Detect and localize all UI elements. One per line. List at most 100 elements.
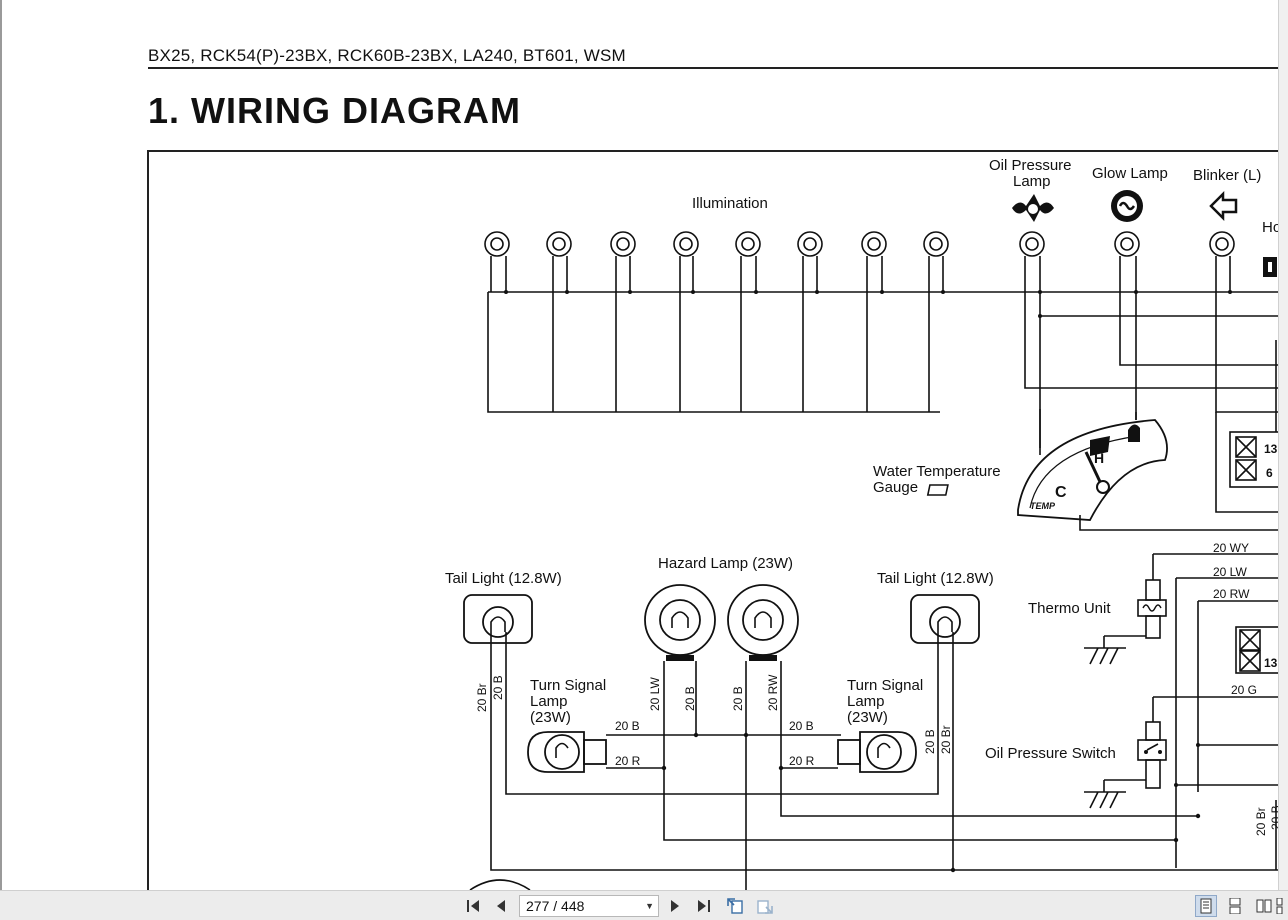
blinker-l-label: Blinker (L) (1193, 167, 1261, 184)
wire-20-rw-v-label: 20 RW (766, 674, 780, 711)
diagram-frame (147, 150, 1288, 890)
wire-20-b-1-label: 20 B (491, 675, 505, 700)
vertical-scrollbar[interactable] (1278, 0, 1288, 890)
turn-signal-left-label-2: Lamp (530, 693, 568, 710)
gauge-c-label: C (1055, 484, 1067, 501)
page-number-field[interactable]: 277 / 448 ▼ (519, 895, 659, 917)
go-back-button[interactable] (724, 895, 746, 917)
facing-view-icon (1256, 899, 1272, 913)
illumination-bulb-7 (861, 231, 887, 257)
water-temperature-label-2: Gauge (873, 479, 918, 496)
wiring-diagram: C H TEMP 13 6 13 (445, 157, 1288, 890)
turn-signal-right-label: Turn Signal (847, 677, 923, 694)
continuous-view-icon (1229, 898, 1241, 914)
glow-lamp-symbol-icon (1111, 190, 1143, 222)
illumination-bulb-8 (923, 231, 949, 257)
illumination-bus (487, 256, 1288, 455)
oil-pressure-lamp-label: Oil Pressure (989, 157, 1072, 174)
gauge-temp-label: TEMP (1030, 501, 1056, 511)
turn-signal-right-label-3: (23W) (847, 709, 888, 726)
horn-label-partial: Ho (1262, 219, 1281, 236)
turn-signal-left-label-3: (23W) (530, 709, 571, 726)
page-edge (0, 0, 2, 890)
wire-20-b-4-label: 20 B (923, 729, 937, 754)
illumination-label: Illumination (692, 195, 768, 212)
single-page-view-button[interactable] (1195, 895, 1217, 917)
connector-pin-6: 6 (1266, 466, 1273, 480)
viewer-toolbar: 277 / 448 ▼ (0, 890, 1288, 920)
wire-20-br-3-label: 20 Br (1254, 807, 1268, 836)
oil-pressure-lamp-label-2: Lamp (1013, 173, 1051, 190)
last-page-button[interactable] (693, 895, 715, 917)
wire-20-br-1-label: 20 Br (475, 683, 489, 712)
wire-20-lw-label: 20 LW (1213, 565, 1247, 579)
last-page-icon (698, 900, 710, 912)
oil-pressure-symbol-icon (1012, 194, 1054, 222)
go-back-icon (727, 898, 743, 914)
gauge-h-label: H (1094, 450, 1104, 466)
blinker-left-arrow-icon (1209, 190, 1238, 222)
connector-pin-13-lower: 13 (1264, 656, 1278, 670)
previous-page-button[interactable] (490, 895, 512, 917)
document-header: BX25, RCK54(P)-23BX, RCK60B-23BX, LA240,… (148, 46, 626, 65)
continuous-view-button[interactable] (1224, 895, 1246, 917)
next-page-button[interactable] (664, 895, 686, 917)
turn-signal-right-label-2: Lamp (847, 693, 885, 710)
water-temperature-gauge: C H TEMP (926, 409, 1288, 531)
continuous-facing-view-button[interactable] (1276, 895, 1288, 917)
oil-pressure-switch (1084, 721, 1288, 870)
tail-light-right-label: Tail Light (12.8W) (877, 570, 994, 587)
wire-20-lw-v-label: 20 LW (648, 677, 662, 711)
tail-light-left (463, 594, 533, 644)
page-dropdown-icon[interactable]: ▼ (645, 901, 654, 911)
page-title: 1. WIRING DIAGRAM (148, 90, 521, 131)
wire-20-g-label: 20 G (1231, 683, 1257, 697)
oil-pressure-switch-label: Oil Pressure Switch (985, 745, 1116, 762)
single-page-view-icon (1200, 898, 1212, 914)
facing-view-button[interactable] (1253, 895, 1275, 917)
blinker-l-bulb (1209, 231, 1235, 257)
wire-20-r-h1-label: 20 R (615, 754, 641, 768)
first-page-button[interactable] (462, 895, 484, 917)
wire-20-br-2-label: 20 Br (939, 725, 953, 754)
wire-20-b-h2-label: 20 B (789, 719, 814, 733)
wire-20-rw-label: 20 RW (1213, 587, 1250, 601)
previous-page-icon (497, 900, 505, 912)
lower-wiring (469, 632, 1288, 890)
illumination-bulb-2 (546, 231, 572, 257)
thermo-unit (1084, 553, 1288, 868)
wire-20-b-2-label: 20 B (683, 686, 697, 711)
document-viewport[interactable]: BX25, RCK54(P)-23BX, RCK60B-23BX, LA240,… (0, 0, 1288, 890)
illumination-bulb-5 (735, 231, 761, 257)
tail-light-left-label: Tail Light (12.8W) (445, 570, 562, 587)
turn-signal-left-label: Turn Signal (530, 677, 606, 694)
illumination-bulb-6 (797, 231, 823, 257)
wire-20-r-h2-label: 20 R (789, 754, 815, 768)
hazard-lamp-label: Hazard Lamp (23W) (658, 555, 793, 572)
wire-20-b-3-label: 20 B (731, 686, 745, 711)
turn-signal-lamp-right (837, 731, 917, 773)
continuous-facing-view-icon (1276, 898, 1283, 914)
illumination-bulb-3 (610, 231, 636, 257)
connector-pin-13: 13 (1264, 442, 1278, 456)
oil-pressure-lamp-bulb (1019, 231, 1045, 257)
wire-20-wy-label: 20 WY (1213, 541, 1249, 555)
thermo-unit-label: Thermo Unit (1028, 600, 1111, 617)
water-temperature-label: Water Temperature (873, 463, 1001, 480)
wire-20-b-h1-label: 20 B (615, 719, 640, 733)
illumination-bulbs (484, 231, 1235, 257)
glow-lamp-bulb (1114, 231, 1140, 257)
page-indicator: 277 / 448 (526, 898, 585, 914)
header-rule (148, 67, 1288, 69)
go-forward-button[interactable] (754, 895, 776, 917)
next-page-icon (671, 900, 679, 912)
glow-lamp-label: Glow Lamp (1092, 165, 1168, 182)
illumination-bulb-4 (673, 231, 699, 257)
go-forward-icon (757, 900, 773, 914)
hazard-lamp-left (644, 584, 716, 661)
tail-light-right (910, 594, 980, 644)
illumination-bulb-1 (484, 231, 510, 257)
first-page-icon (467, 900, 479, 912)
turn-signal-lamp-left (527, 731, 607, 773)
hazard-lamp-right (727, 584, 799, 661)
